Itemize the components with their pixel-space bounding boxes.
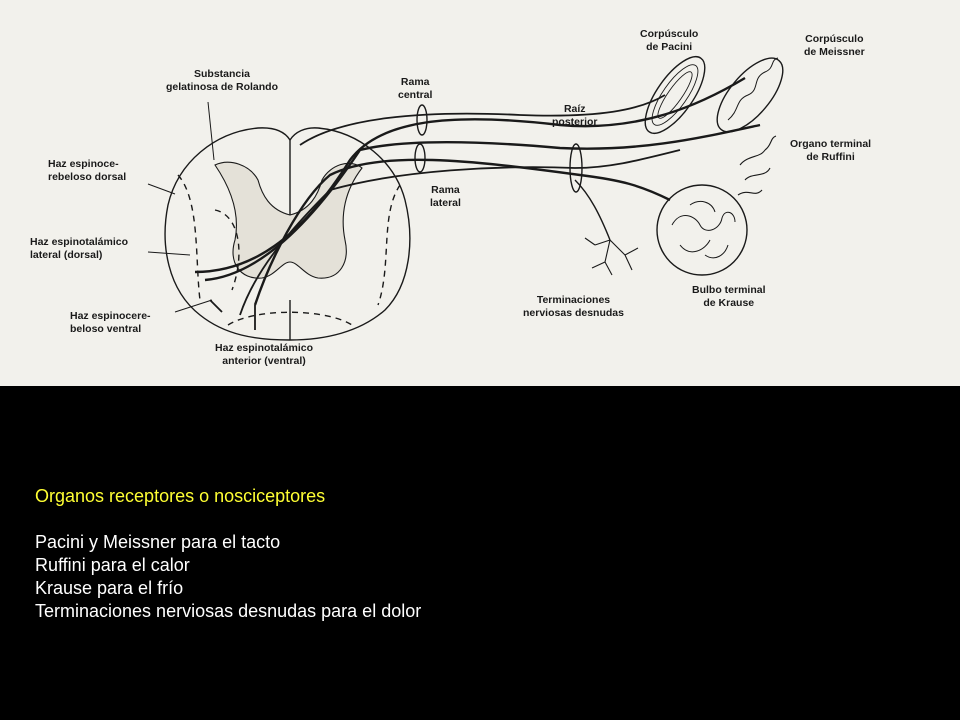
- leader-haz-ventral: [174, 299, 213, 313]
- ring-rama-central: [416, 104, 428, 136]
- caption-line-frio: Krause para el frío: [35, 578, 184, 598]
- leader-substancia: [207, 101, 215, 161]
- caption-title: Organos receptores o nosciceptores: [35, 486, 326, 506]
- tract-boundary-left: [177, 174, 201, 301]
- free-endings: [584, 237, 639, 276]
- nerve-fiber-3: [253, 158, 671, 306]
- spinal-cord-outline: [164, 127, 411, 341]
- caption-line-calor: Ruffini para el calor: [35, 555, 190, 575]
- meissner-corpuscle: [716, 57, 784, 133]
- nerve-fiber-4: [239, 149, 681, 316]
- central-branch: [299, 94, 666, 146]
- free-ending-branch: [574, 179, 611, 241]
- ascending-fiber-2: [209, 299, 223, 313]
- label-haz-espinocerebeloso-dorsal: Haz espinoce-rebeloso dorsal: [48, 158, 127, 183]
- ruffini-organ: [737, 135, 777, 196]
- ring-rama-lateral: [414, 143, 426, 173]
- caption-line-dolor: Terminaciones nerviosas desnudas para el…: [35, 601, 422, 621]
- caption-line-tacto: Pacini y Meissner para el tacto: [35, 532, 281, 552]
- label-haz-espinocerebeloso-ventral: Haz espinocere-beloso ventral: [70, 310, 151, 335]
- tract-boundary-inner: [214, 209, 240, 291]
- ring-raiz-posterior: [569, 143, 583, 193]
- nerve-fiber-2: [204, 123, 761, 282]
- tract-boundary-ventral: [227, 311, 353, 326]
- tract-boundary-right: [377, 184, 401, 306]
- nerve-fiber-1: [194, 76, 746, 274]
- leader-haz-dorsal: [147, 183, 176, 195]
- caption-block: Organos receptores o nosciceptores Pacin…: [35, 485, 421, 623]
- pacini-corpuscle: [644, 56, 706, 134]
- leader-espinotalamico-lateral: [147, 251, 191, 256]
- diagram-drawing: [147, 56, 784, 341]
- krause-end-bulb: [656, 184, 748, 276]
